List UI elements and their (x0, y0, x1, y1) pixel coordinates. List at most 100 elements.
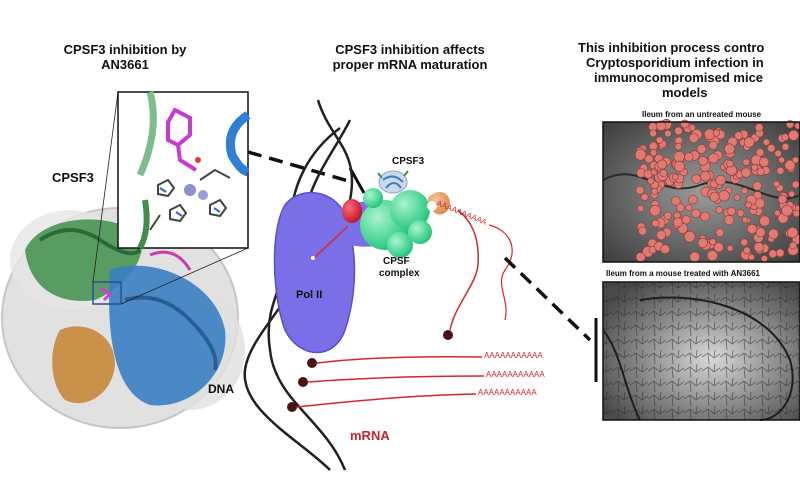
parasite-dot (768, 228, 779, 240)
parasite-dot (655, 136, 664, 144)
parasite-dot (700, 211, 710, 222)
parasite-dot (664, 129, 672, 138)
parasite-dot (644, 154, 654, 164)
parasite-dot (688, 124, 696, 132)
parasite-dot (755, 227, 766, 238)
pol-ii-shape (273, 191, 356, 354)
parasite-dot (746, 223, 758, 235)
parasite-dot (651, 219, 660, 228)
parasite-dot (688, 133, 699, 144)
parasite-dot (734, 131, 743, 140)
dashed-connector-right (503, 256, 592, 342)
parasite-dot (781, 133, 790, 141)
parasite-dot (674, 126, 683, 136)
parasite-dot (794, 122, 800, 130)
parasite-dot (673, 160, 686, 172)
middle-title: CPSF3 inhibition affects proper mRNA mat… (305, 42, 515, 72)
parasite-dot (791, 180, 800, 189)
polya-tail-1: AAAAAAAAAAA (484, 351, 543, 360)
parasite-dot (756, 167, 765, 176)
caption-treated: Ileum from a mouse treated with AN3661 (606, 269, 760, 278)
right-title-line3: immunocompromised mice (594, 70, 764, 85)
parasite-dot (715, 228, 725, 237)
parasite-dot (700, 170, 711, 182)
parasite-dot (776, 166, 785, 175)
parasite-dot (762, 138, 771, 146)
pol-ii-label: Pol II (296, 289, 322, 301)
middle-title-line1: CPSF3 inhibition affects (335, 42, 485, 57)
parasite-dot (657, 159, 668, 170)
parasite-dot (775, 248, 785, 258)
parasite-dot (656, 230, 667, 241)
parasite-dot (698, 156, 708, 166)
parasite-dot (792, 156, 799, 164)
parasite-dot (635, 185, 645, 195)
parasite-dot (685, 204, 693, 212)
protein-structure (1, 91, 251, 429)
parasite-dot (726, 245, 734, 252)
cpsf3-label: CPSF3 (392, 156, 425, 167)
polya-tail-2: AAAAAAAAAAA (486, 370, 545, 379)
parasite-dot (712, 129, 720, 137)
parasite-dot (766, 144, 776, 153)
parasite-dot (755, 148, 765, 157)
parasite-dot (743, 136, 755, 148)
parasite-dot (647, 177, 655, 185)
parasite-dot (760, 255, 769, 263)
dashed-connector-left (247, 150, 353, 184)
parasite-dot (736, 209, 745, 217)
parasite-dot (649, 129, 657, 138)
right-title-line2: Cryptosporidium infection in (586, 55, 764, 70)
parasite-dot (706, 250, 718, 262)
left-title-line1: CPSF3 inhibition by (63, 42, 187, 57)
parasite-dot (671, 173, 679, 181)
parasite-dot (727, 206, 736, 216)
parasite-dot (660, 244, 671, 254)
parasite-dot (634, 149, 647, 161)
parasite-dot (724, 143, 735, 155)
parasite-dot (748, 253, 755, 261)
parasite-dot (709, 238, 717, 246)
parasite-dot (697, 237, 708, 248)
parasite-dot (759, 157, 770, 168)
parasite-dot (781, 205, 793, 217)
parasite-dot (688, 195, 698, 205)
parasite-dot (741, 216, 749, 224)
parasite-dot (759, 215, 771, 227)
parasite-dot (724, 215, 735, 226)
parasite-dot (691, 173, 702, 184)
micrograph-untreated (602, 119, 800, 263)
parasite-dot (778, 156, 785, 164)
parasite-dot (742, 158, 750, 166)
mrna-label: mRNA (350, 428, 390, 443)
parasite-dot (772, 180, 780, 188)
parasite-dot (709, 191, 720, 202)
parasite-dot (726, 160, 734, 168)
right-title-line4: models (662, 85, 708, 100)
parasite-dot (781, 143, 790, 151)
parasite-dot (673, 217, 683, 228)
parasite-dot (673, 151, 685, 163)
parasite-dot (751, 164, 758, 171)
mrna-strands: AAAAAAAAAAA AAAAAAAAAAA AAAAAAAAAAA (287, 351, 545, 412)
parasite-dot (649, 149, 658, 157)
parasite-dot (784, 159, 796, 171)
parasite-dot (741, 167, 752, 178)
parasite-dot (651, 187, 658, 195)
parasite-dot (676, 203, 685, 213)
micrograph-treated (602, 281, 800, 421)
parasite-dot (789, 241, 797, 250)
right-title-line1: This inhibition process contro (578, 40, 765, 55)
parasite-dot (681, 215, 691, 225)
parasite-dot (786, 227, 799, 239)
parasite-dot (640, 193, 649, 202)
right-title: This inhibition process contro Cryptospo… (572, 40, 800, 100)
parasite-dot (635, 252, 646, 262)
parasite-dot (743, 246, 751, 255)
parasite-dot (773, 209, 781, 217)
cpsf-complex-label-line1: CPSF (383, 256, 410, 267)
parasite-dot (777, 194, 788, 204)
middle-title-line2: proper mRNA maturation (332, 57, 488, 72)
parasite-dot (753, 242, 764, 253)
